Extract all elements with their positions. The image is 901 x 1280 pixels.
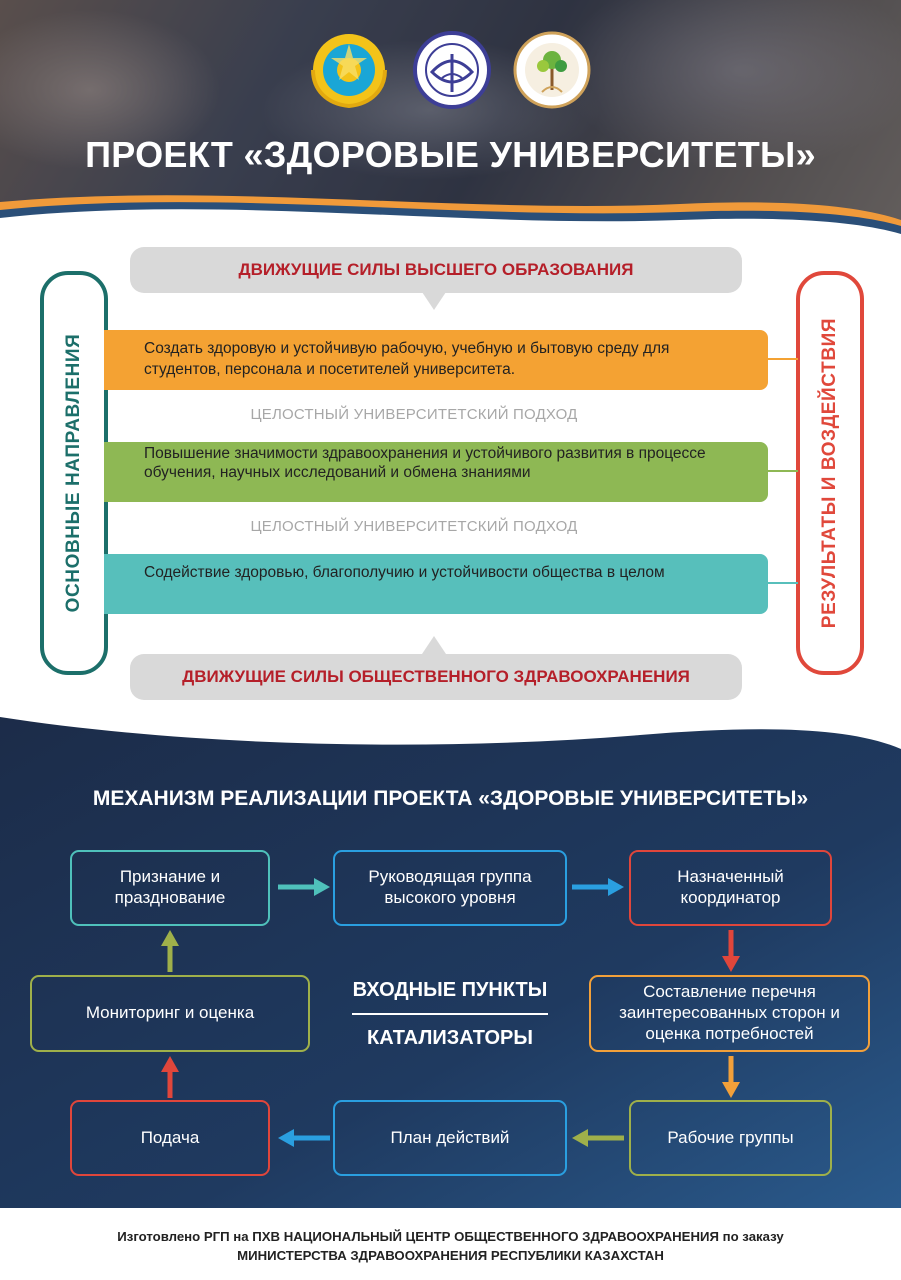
connector-line	[768, 582, 798, 584]
steering-group-box: Руководящая группа высокого уровня	[333, 850, 567, 926]
monitoring-box: Мониторинг и оценка	[30, 975, 310, 1052]
arrow-down-icon	[722, 1056, 740, 1098]
submission-box: Подача	[70, 1100, 270, 1176]
wave-divider-top	[0, 195, 901, 250]
pointer-up-icon	[422, 636, 446, 654]
main-directions-frame: ОСНОВНЫЕ НАПРАВЛЕНИЯ	[40, 271, 108, 675]
working-groups-box: Рабочие группы	[629, 1100, 832, 1176]
public-health-drivers: ДВИЖУЩИЕ СИЛЫ ОБЩЕСТВЕННОГО ЗДРАВООХРАНЕ…	[130, 654, 742, 700]
arrow-left-icon	[278, 1129, 330, 1147]
direction-band-1: Создать здоровую и устойчивую рабочую, у…	[104, 330, 768, 390]
deni-sau-ult-logo	[413, 31, 491, 109]
stakeholders-box: Составление перечня заинтересованных сто…	[589, 975, 870, 1052]
holistic-approach-label: ЦЕЛОСТНЫЙ УНИВЕРСИТЕТСКИЙ ПОДХОД	[250, 518, 578, 535]
arrow-up-icon	[161, 930, 179, 972]
footer-line-1: Изготовлено РГП на ПХВ НАЦИОНАЛЬНЫЙ ЦЕНТ…	[117, 1229, 784, 1244]
connector-line	[768, 470, 798, 472]
main-directions-label: ОСНОВНЫЕ НАПРАВЛЕНИЯ	[63, 333, 84, 613]
entry-points-label: ВХОДНЫЕ ПУНКТЫ	[352, 979, 548, 1001]
results-frame: РЕЗУЛЬТАТЫ И ВОЗДЕЙСТВИЯ	[796, 271, 864, 675]
connector-line	[768, 358, 798, 360]
photo-highlight	[0, 10, 220, 170]
arrow-down-icon	[722, 930, 740, 972]
arrow-up-icon	[161, 1056, 179, 1098]
kazakhstan-emblem-logo	[311, 34, 387, 109]
catalysts-label: КАТАЛИЗАТОРЫ	[367, 1027, 533, 1049]
direction-text-1: Создать здоровую и устойчивую рабочую, у…	[144, 340, 670, 378]
direction-text-3: Содействие здоровью, благополучию и усто…	[144, 564, 665, 581]
arrow-right-icon	[572, 878, 624, 896]
holistic-approach-label: ЦЕЛОСТНЫЙ УНИВЕРСИТЕТСКИЙ ПОДХОД	[250, 406, 578, 423]
recognition-box: Признание и празднование	[70, 850, 270, 926]
mechanism-title: МЕХАНИЗМ РЕАЛИЗАЦИИ ПРОЕКТА «ЗДОРОВЫЕ УН…	[92, 787, 809, 810]
healthy-nation-logo	[513, 31, 591, 109]
direction-band-3: Содействие здоровью, благополучию и усто…	[104, 554, 768, 614]
footer-credit: Изготовлено РГП на ПХВ НАЦИОНАЛЬНЫЙ ЦЕНТ…	[0, 1227, 901, 1265]
arrow-left-icon	[572, 1129, 624, 1147]
page-title: ПРОЕКТ «ЗДОРОВЫЕ УНИВЕРСИТЕТЫ»	[85, 134, 816, 175]
divider-line	[352, 1013, 548, 1015]
arrow-right-icon	[278, 878, 330, 896]
pointer-down-icon	[422, 292, 446, 310]
photo-highlight	[560, 0, 901, 170]
coordinator-box: Назначенный координатор	[629, 850, 832, 926]
dark-background-panel	[0, 717, 901, 1210]
direction-text-2: Повышение значимости здравоохранения и у…	[144, 445, 706, 481]
direction-band-2: Повышение значимости здравоохранения и у…	[104, 442, 768, 502]
footer	[0, 1208, 901, 1280]
results-label: РЕЗУЛЬТАТЫ И ВОЗДЕЙСТВИЯ	[819, 317, 840, 629]
higher-education-drivers: ДВИЖУЩИЕ СИЛЫ ВЫСШЕГО ОБРАЗОВАНИЯ	[130, 247, 742, 293]
action-plan-box: План действий	[333, 1100, 567, 1176]
footer-line-2: МИНИСТЕРСТВА ЗДРАВООХРАНЕНИЯ РЕСПУБЛИКИ …	[237, 1248, 664, 1264]
